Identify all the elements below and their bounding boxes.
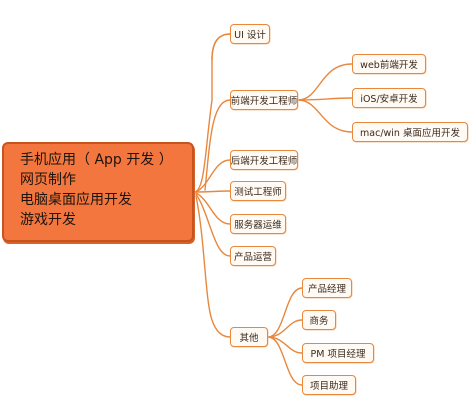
node-frontend: 前端开发工程师 <box>230 90 298 110</box>
branch-business <box>267 319 303 338</box>
branch-web <box>297 63 353 101</box>
root-line: 游戏开发 <box>20 212 76 228</box>
branch-operation <box>195 193 231 257</box>
branch-backend <box>195 159 231 193</box>
node-tester: 测试工程师 <box>230 181 286 201</box>
node-project-manager: PM 项目经理 <box>302 343 374 363</box>
node-server-ops: 服务器运维 <box>230 214 286 234</box>
node-ios-android: iOS/安卓开发 <box>352 88 426 108</box>
root-node: 手机应用（ App 开发 ） 网页制作 电脑桌面应用开发 游戏开发 <box>2 142 194 242</box>
node-backend: 后端开发工程师 <box>230 150 298 170</box>
node-desktop-app: mac/win 桌面应用开发 <box>352 122 468 142</box>
branch-test <box>195 190 231 193</box>
node-ui-design: UI 设计 <box>230 24 270 44</box>
root-line: 网页制作 <box>20 172 76 188</box>
branch-frontend <box>204 99 231 191</box>
node-product-ops: 产品运营 <box>230 246 276 266</box>
node-project-assistant: 项目助理 <box>302 375 356 395</box>
node-other: 其他 <box>230 327 268 347</box>
branch-ui <box>211 33 231 61</box>
node-business: 商务 <box>302 310 336 330</box>
branch-assistant <box>267 336 303 386</box>
branch-desktop <box>297 99 353 133</box>
node-product-manager: 产品经理 <box>302 278 352 298</box>
branch-pm-product <box>267 287 303 338</box>
branch-other <box>195 195 231 338</box>
root-line: 电脑桌面应用开发 <box>20 192 132 208</box>
node-web-frontend: web前端开发 <box>352 54 426 74</box>
branch-ops <box>195 192 231 225</box>
branch-ios <box>297 97 353 101</box>
root-line: 手机应用（ App 开发 ） <box>20 152 173 168</box>
